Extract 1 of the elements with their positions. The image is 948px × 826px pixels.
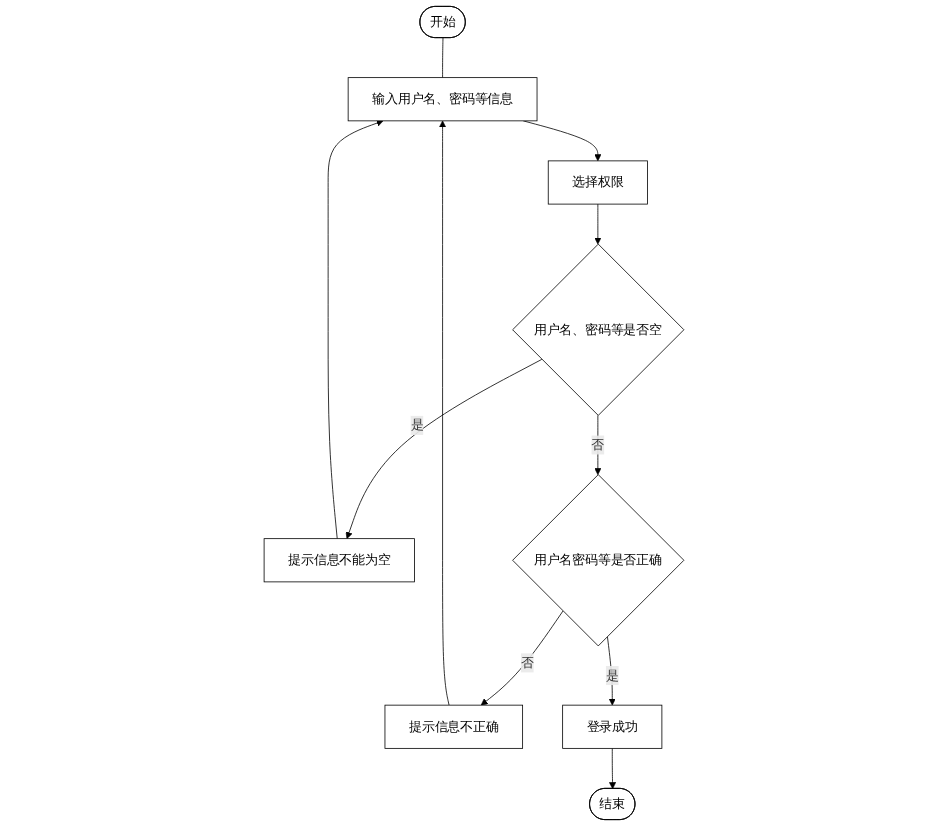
connector [442,37,444,79]
